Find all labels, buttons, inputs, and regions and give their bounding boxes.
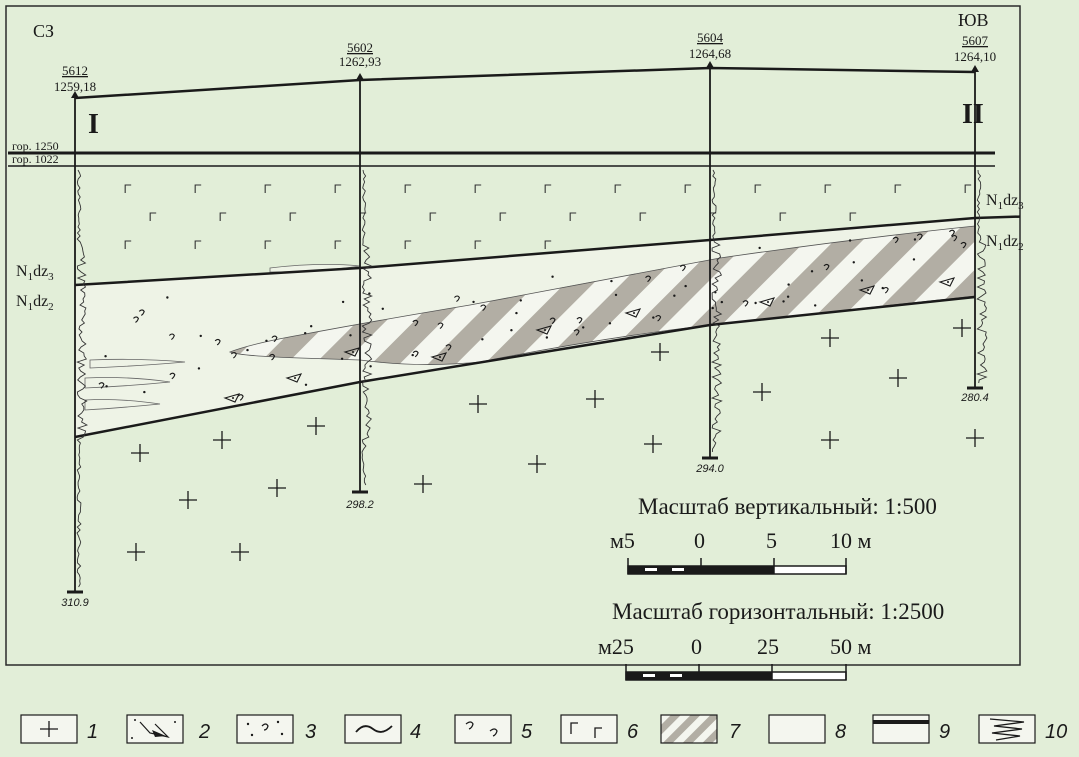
well-number-label: 5607 bbox=[962, 33, 989, 48]
well-elevation-label: 1264,10 bbox=[954, 49, 996, 64]
legend: 1 2 3 4 5 bbox=[20, 714, 1067, 744]
legend-item-sand: 3 bbox=[236, 714, 316, 744]
vertical-scale-title: Масштаб вертикальный: 1:500 bbox=[638, 494, 937, 519]
well-elevation-label: 1259,18 bbox=[54, 79, 96, 94]
legend-item-contact: 4 bbox=[344, 714, 421, 744]
legend-num-6: 6 bbox=[627, 721, 639, 743]
legend-item-breccia: 2 bbox=[126, 714, 210, 744]
well-elevation-label: 1262,93 bbox=[339, 54, 381, 69]
vertical-scale-tick-left: м5 bbox=[610, 528, 635, 553]
wells-group: 56121259,18310.956021262,93298.256041264… bbox=[54, 30, 996, 609]
direction-northwest: СЗ bbox=[33, 21, 54, 41]
horizontal-scale: Масштаб горизонтальный: 1:2500 м25 0 25 … bbox=[598, 599, 944, 681]
well-number-label: 5604 bbox=[697, 30, 724, 45]
legend-item-horizon-line: 9 bbox=[872, 714, 950, 744]
stratum-label-left-upper: N1dz3 bbox=[16, 263, 54, 283]
legend-item-granite: 1 bbox=[20, 714, 98, 744]
legend-num-9: 9 bbox=[939, 721, 950, 743]
stratum-label-right-upper: N1dz3 bbox=[986, 192, 1024, 212]
legend-num-1: 1 bbox=[87, 721, 98, 743]
section-point-end: II bbox=[962, 99, 984, 130]
legend-item-basalt: 6 bbox=[560, 714, 639, 744]
horizon-1022-label: гор. 1022 bbox=[12, 152, 59, 166]
legend-num-5: 5 bbox=[521, 721, 533, 743]
legend-item-log-curve: 10 bbox=[978, 714, 1067, 744]
legend-num-10: 10 bbox=[1045, 721, 1067, 743]
legend-num-2: 2 bbox=[198, 721, 210, 743]
well-number-label: 5612 bbox=[62, 63, 88, 78]
contact-base bbox=[74, 295, 976, 439]
stratum-label-left-lower: N1dz2 bbox=[16, 293, 54, 313]
legend-item-ore-hatch: 7 bbox=[660, 714, 741, 744]
horizontal-scale-tick-left: м25 bbox=[598, 634, 634, 659]
well-number-label: 5602 bbox=[347, 40, 373, 55]
legend-item-shells: 5 bbox=[454, 714, 533, 744]
vertical-scale-tick-mid: 5 bbox=[766, 528, 777, 553]
vertical-scale-tick-zero: 0 bbox=[694, 528, 705, 553]
legend-num-7: 7 bbox=[729, 721, 741, 743]
vertical-scale: Масштаб вертикальный: 1:500 м5 0 5 10 м bbox=[610, 494, 937, 575]
section-point-start: I bbox=[88, 109, 99, 140]
stratum-label-right-lower: N1dz2 bbox=[986, 233, 1024, 253]
horizontal-scale-tick-right: 50 м bbox=[830, 634, 872, 659]
legend-num-3: 3 bbox=[305, 721, 316, 743]
horizon-1250-label: гор. 1250 bbox=[12, 139, 59, 153]
horizontal-scale-title: Масштаб горизонтальный: 1:2500 bbox=[612, 599, 944, 624]
well-depth-label: 310.9 bbox=[61, 597, 89, 609]
direction-southeast: ЮВ bbox=[958, 10, 989, 30]
lithology-symbols bbox=[98, 184, 984, 561]
horizontal-scale-tick-mid: 25 bbox=[757, 634, 779, 659]
well-depth-label: 280.4 bbox=[960, 392, 989, 404]
vertical-scale-tick-right: 10 м bbox=[830, 528, 872, 553]
legend-item-empty: 8 bbox=[768, 714, 846, 744]
surface-line bbox=[74, 66, 976, 100]
well-elevation-label: 1264,68 bbox=[689, 46, 731, 61]
well-depth-label: 298.2 bbox=[345, 499, 374, 511]
legend-num-8: 8 bbox=[835, 721, 846, 743]
well-depth-label: 294.0 bbox=[695, 463, 724, 475]
legend-num-4: 4 bbox=[410, 721, 421, 743]
horizontal-scale-tick-zero: 0 bbox=[691, 634, 702, 659]
